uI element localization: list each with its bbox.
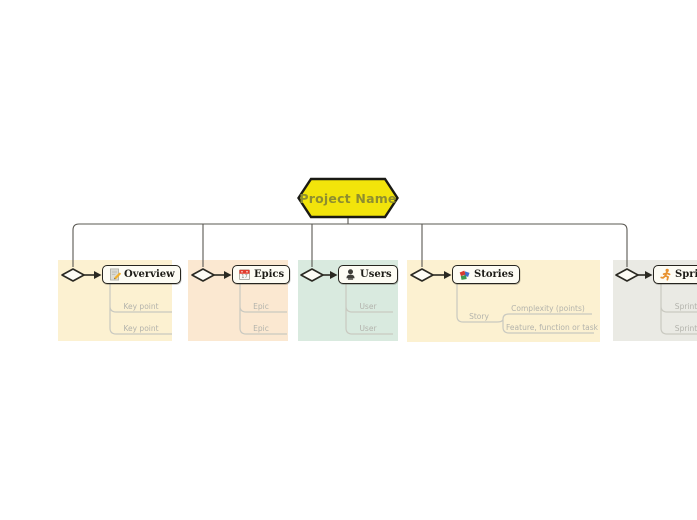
diamond-marker-sprints xyxy=(615,268,639,282)
root-topic[interactable]: Project Name xyxy=(299,179,397,217)
calendar-icon: 17 xyxy=(239,269,250,280)
svg-text:17: 17 xyxy=(241,274,247,280)
diamond-marker-overview xyxy=(61,268,85,282)
books-icon xyxy=(459,270,470,280)
arrow-heads xyxy=(94,271,653,279)
child-connectors xyxy=(109,283,697,335)
branch-label: Sprints xyxy=(675,269,697,280)
child-topic-feature[interactable]: Feature, function or task xyxy=(506,323,598,332)
branch-label: Epics xyxy=(254,269,285,280)
branch-node-overview[interactable]: Overview xyxy=(102,265,181,284)
child-topic-sprint-2[interactable]: Sprint xyxy=(674,324,697,333)
branch-node-epics[interactable]: 17 Epics xyxy=(232,265,291,284)
diamond-marker-users xyxy=(300,268,324,282)
diamond-marker-stories xyxy=(410,268,434,282)
child-topic-user-2[interactable]: User xyxy=(359,324,377,333)
memo-icon xyxy=(110,268,121,281)
branch-node-users[interactable]: Users xyxy=(338,265,398,284)
branch-label: Overview xyxy=(124,269,175,280)
branch-node-sprints[interactable]: Sprints xyxy=(653,265,697,284)
bust-icon xyxy=(346,269,355,280)
branch-label: Stories xyxy=(474,269,514,280)
branch-label: Users xyxy=(360,269,392,280)
child-topic-epic-2[interactable]: Epic xyxy=(253,324,269,333)
branch-connectors xyxy=(72,218,628,267)
child-topic-key-point-2[interactable]: Key point xyxy=(123,324,159,333)
root-hexagon-shape[interactable] xyxy=(297,177,399,219)
child-topic-complexity[interactable]: Complexity (points) xyxy=(511,304,585,313)
runner-icon xyxy=(660,268,671,281)
child-topic-story[interactable]: Story xyxy=(469,312,489,321)
child-topic-epic-1[interactable]: Epic xyxy=(253,302,269,311)
child-topic-key-point-1[interactable]: Key point xyxy=(123,302,159,311)
child-topic-sprint-1[interactable]: Sprint xyxy=(674,302,697,311)
root-topic-label: Project Name xyxy=(299,190,397,206)
diamond-marker-epics xyxy=(191,268,215,282)
child-topic-user-1[interactable]: User xyxy=(359,302,377,311)
branch-node-stories[interactable]: Stories xyxy=(452,265,520,284)
